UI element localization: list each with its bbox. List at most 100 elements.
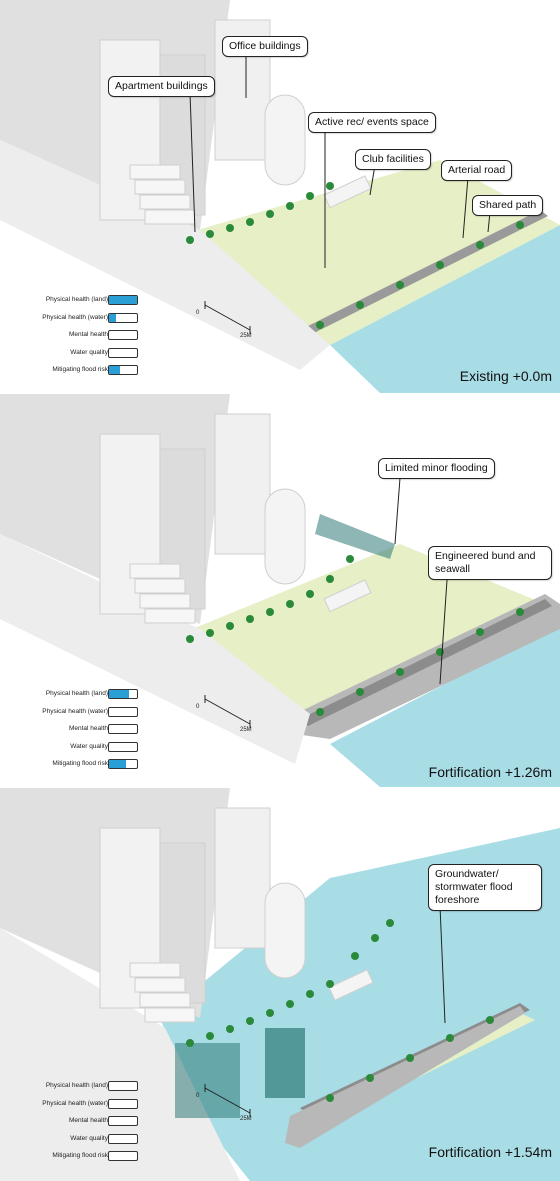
legend-meter-fill: [109, 313, 116, 322]
legend-row: Physical health (water): [30, 706, 138, 724]
legend-label: Water quality: [70, 742, 108, 750]
legend-label: Mitigating flood risk: [52, 760, 108, 767]
legend-meter-fill: [109, 760, 126, 768]
callout-leaders: [439, 905, 446, 1024]
tree-line: [186, 919, 494, 1102]
park-land: [180, 544, 545, 714]
legend-meter: [108, 1098, 138, 1109]
performance-legend: Physical health (land) Physical health (…: [30, 1080, 138, 1168]
club-building: [323, 175, 372, 209]
legend-row: Physical health (land): [30, 1080, 138, 1098]
panel-fortification-154: Groundwater/ stormwater flood foreshore …: [0, 788, 560, 1181]
flooded-building-base: [175, 1043, 240, 1118]
scale-end-label: 25M: [240, 727, 252, 733]
performance-legend: Physical health (land) Physical health (…: [30, 294, 138, 382]
legend-meter: [108, 365, 138, 375]
ground-plane: [0, 140, 330, 370]
legend-meter: [108, 759, 138, 769]
seawall-bund: [285, 1006, 525, 1148]
panel-existing: Office buildings Apartment buildings Act…: [0, 0, 560, 393]
scale-bar: [204, 301, 251, 334]
legend-row: Mental health: [30, 1115, 138, 1133]
scale-start-label: 0: [196, 704, 200, 710]
scale-start-label: 0: [196, 1093, 200, 1099]
isometric-scene-fortification-154: [0, 788, 560, 1181]
apartment-rows: [129, 164, 196, 225]
legend-label: Physical health (land): [45, 690, 108, 697]
legend-label: Water quality: [70, 348, 108, 356]
legend-meter: [108, 706, 138, 717]
tree-line: [186, 555, 524, 716]
flooded-foreshore-water: [160, 828, 560, 1181]
legend-meter: [108, 330, 138, 340]
scale-end-label: 25M: [240, 1116, 252, 1122]
legend-meter-fill: [109, 366, 121, 374]
legend-meter: [108, 295, 138, 305]
legend-row: Water quality: [30, 1133, 138, 1151]
legend-meter: [108, 1151, 138, 1161]
legend-row: Mitigating flood risk: [30, 364, 138, 382]
legend-row: Physical health (land): [30, 294, 138, 312]
office-building: [214, 413, 271, 555]
flooded-building-base: [265, 1028, 305, 1098]
callout-shared-path: Shared path: [472, 195, 544, 216]
apartment-rows: [129, 563, 196, 624]
legend-row: Mitigating flood risk: [30, 1150, 138, 1168]
round-office-building: [264, 488, 306, 585]
legend-meter: [108, 1133, 138, 1144]
legend-label: Physical health (water): [42, 1099, 108, 1107]
round-office-building: [264, 882, 306, 979]
legend-label: Mitigating flood risk: [52, 1152, 108, 1159]
legend-label: Mitigating flood risk: [52, 366, 108, 373]
legend-row: Physical health (land): [30, 688, 138, 706]
legend-label: Water quality: [70, 1134, 108, 1142]
callout-leaders: [394, 477, 448, 685]
scenario-label: Fortification +1.54m: [428, 1144, 552, 1160]
legend-meter: [108, 689, 138, 699]
legend-row: Mitigating flood risk: [30, 758, 138, 776]
scale-bar: [204, 695, 251, 728]
minor-flood-area: [315, 514, 395, 559]
legend-label: Physical health (water): [42, 707, 108, 715]
legend-label: Mental health: [68, 725, 108, 732]
river-water: [330, 624, 560, 787]
scale-start-label: 0: [196, 310, 200, 316]
legend-row: Physical health (water): [30, 1098, 138, 1116]
tree-line: [186, 182, 524, 329]
legend-meter: [108, 741, 138, 752]
legend-meter-fill: [109, 690, 129, 698]
legend-meter-fill: [109, 296, 137, 304]
isometric-scene-fortification-126: [0, 394, 560, 787]
legend-label: Mental health: [68, 331, 108, 338]
round-office-building: [264, 94, 306, 186]
legend-row: Physical health (water): [30, 312, 138, 330]
legend-meter: [108, 1081, 138, 1091]
legend-meter: [108, 312, 138, 323]
callout-arterial-road: Arterial road: [441, 160, 513, 181]
callout-club-facilities: Club facilities: [355, 149, 431, 170]
river-water: [330, 225, 560, 393]
scenario-label: Fortification +1.26m: [428, 764, 552, 780]
legend-label: Physical health (land): [45, 296, 108, 303]
legend-meter: [108, 347, 138, 358]
performance-legend: Physical health (land) Physical health (…: [30, 688, 138, 776]
callout-active-rec: Active rec/ events space: [308, 112, 436, 133]
apartment-rows: [129, 962, 196, 1023]
callout-leaders: [189, 55, 491, 268]
callout-office-buildings: Office buildings: [222, 36, 308, 57]
legend-row: Water quality: [30, 347, 138, 365]
legend-row: Mental health: [30, 723, 138, 741]
club-building: [328, 969, 374, 1001]
scale-bar: [204, 1084, 251, 1117]
callout-apartment-buildings: Apartment buildings: [108, 76, 215, 97]
legend-label: Mental health: [68, 1117, 108, 1124]
club-building: [323, 579, 372, 613]
scale-end-label: 25M: [240, 333, 252, 339]
legend-meter: [108, 724, 138, 734]
scenario-label: Existing +0.0m: [459, 368, 552, 384]
legend-label: Physical health (water): [42, 313, 108, 321]
ground-plane: [0, 534, 310, 764]
legend-meter: [108, 1116, 138, 1126]
legend-label: Physical health (land): [45, 1082, 108, 1089]
